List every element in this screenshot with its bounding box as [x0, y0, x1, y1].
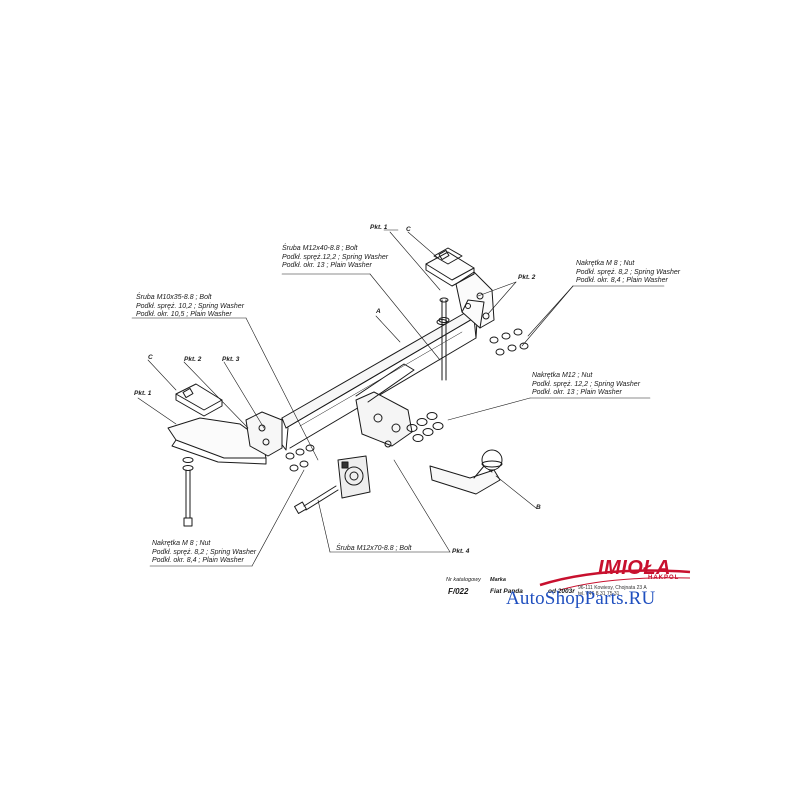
electrical-socket-plate — [337, 455, 371, 499]
label-pkt1-top: Pkt. 1 — [370, 224, 388, 231]
bolt-m12x70 — [294, 485, 339, 514]
year-value: od 2003r — [548, 588, 575, 595]
autoshopparts-watermark: AutoShopParts.RU — [506, 588, 656, 609]
label-c-top: C — [406, 226, 411, 233]
label-pkt2-left: Pkt. 2 — [184, 356, 202, 363]
washer-right-top — [436, 319, 448, 325]
tow-ball-neck — [429, 449, 503, 495]
washer-stack-left — [285, 444, 315, 472]
label-b: B — [536, 504, 541, 511]
washer-left-bottom — [182, 457, 194, 463]
washer-stack-right — [489, 328, 529, 356]
label-pkt3: Pkt. 3 — [222, 356, 240, 363]
label-pkt4: Pkt. 4 — [452, 548, 470, 555]
imiola-logo-text: IMIOŁA — [598, 557, 671, 579]
label-a: A — [376, 308, 381, 315]
right-mounting-bracket — [425, 247, 495, 381]
catalog-number-label: Nr katalogowy — [446, 577, 481, 583]
label-pkt1-left: Pkt. 1 — [134, 390, 152, 397]
label-c-left: C — [148, 354, 153, 361]
left-mounting-bracket — [167, 383, 283, 527]
label-pkt2-right: Pkt. 2 — [518, 274, 536, 281]
brand-value: Fiat Panda — [490, 588, 523, 595]
callout-nut-m12: Nakrętka M12 ; Nut Podkł. spręż. 12,2 ; … — [532, 372, 641, 396]
catalog-number-value: F/022 — [448, 587, 469, 596]
leader-lines — [131, 229, 665, 567]
callout-bolt-m12x70: Śruba M12x70-8.8 ; Bolt — [336, 545, 412, 552]
callout-nut-m8-left: Nakrętka M 8 ; Nut Podkł. spręż. 8,2 ; S… — [152, 540, 257, 564]
company-address: 96-111 Kowiesy, Chojnata 23 A tel. 046 8… — [578, 585, 647, 597]
washer-stack-center — [406, 412, 444, 442]
callout-bolt-m12x40: Śruba M12x40-8.8 ; Bolt Podkł. spręż.12,… — [282, 245, 389, 269]
brand-label: Marka — [490, 577, 506, 583]
hakpol-logo-sub: HAKPOL — [648, 575, 680, 581]
imiola-logo-swoosh — [539, 569, 691, 591]
callout-bolt-m10x35: Śruba M10x35-8.8 ; Bolt Podkł. spręż. 10… — [136, 294, 245, 318]
callout-nut-m8-right: Nakrętka M 8 ; Nut Podkł. spręż. 8,2 ; S… — [576, 260, 681, 284]
